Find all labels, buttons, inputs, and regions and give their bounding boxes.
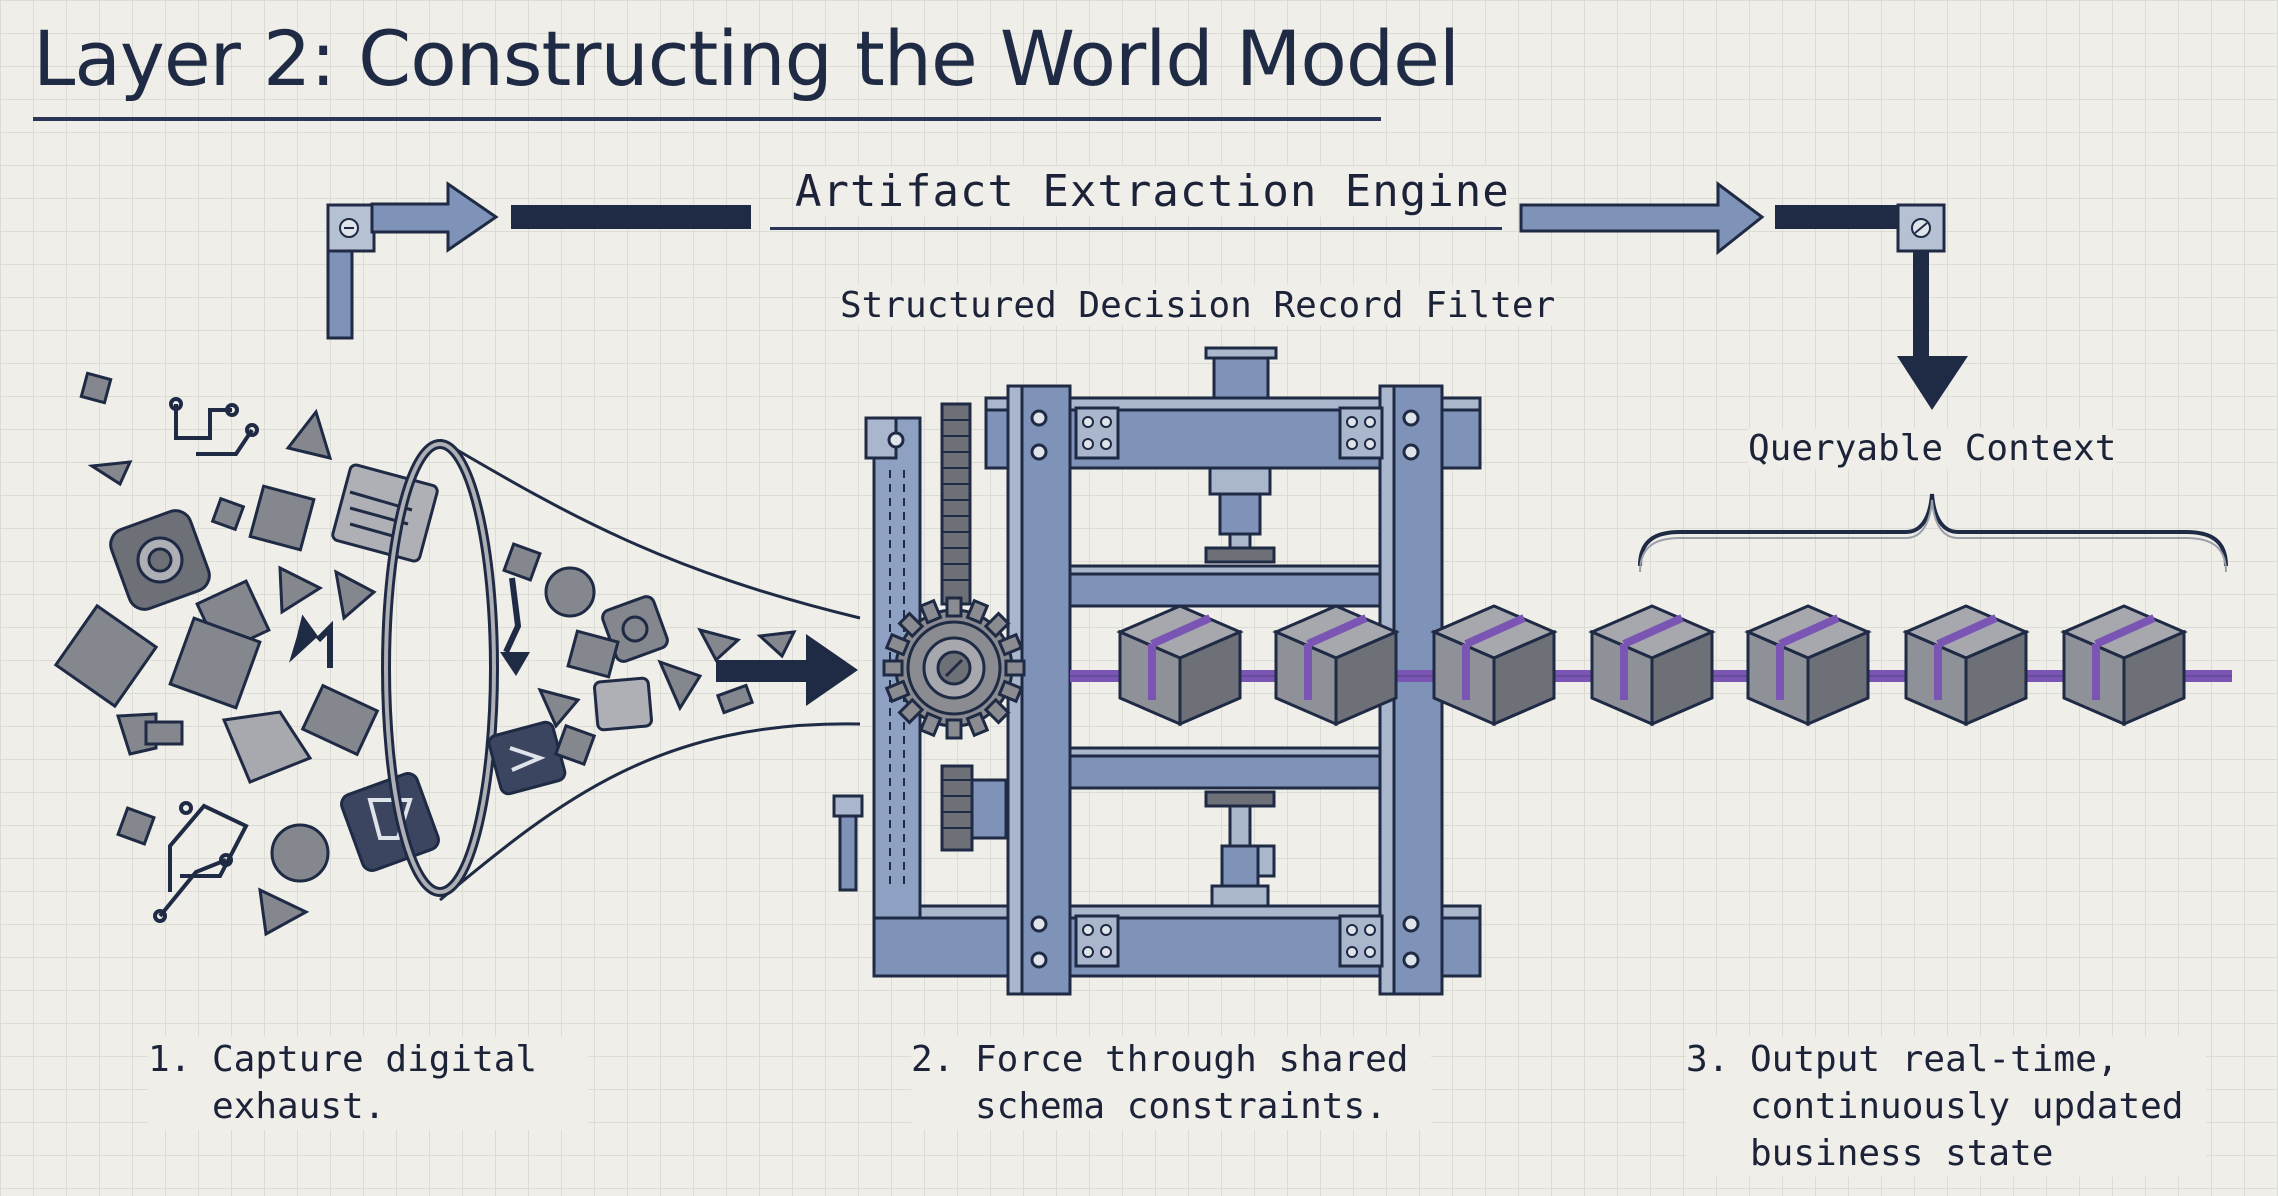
step-1-number: 1.: [148, 1039, 192, 1080]
flow-arrow: [716, 634, 858, 706]
cube-icon: [1430, 604, 1558, 727]
step-3-text: Output real-time, continuously updated b…: [1750, 1039, 2184, 1174]
cube-row: [1116, 604, 2188, 727]
step-3-number: 3.: [1686, 1039, 1730, 1080]
engine-label: Artifact Extraction Engine: [795, 166, 1510, 217]
page-title: Layer 2: Constructing the World Model: [33, 14, 1460, 103]
funnel-icon: [381, 438, 861, 902]
step-1: 1. Capture digital exhaust.: [148, 1036, 588, 1130]
cube-icon: [2060, 604, 2188, 727]
gear-icon: [882, 596, 1026, 740]
step-2-number: 2.: [911, 1039, 955, 1080]
step-3: 3. Output real-time, continuously update…: [1686, 1036, 2206, 1177]
cube-icon: [1588, 604, 1716, 727]
cube-icon: [1116, 604, 1244, 727]
title-underline: [33, 117, 1381, 121]
cube-icon: [1902, 604, 2030, 727]
context-label: Queryable Context: [1748, 428, 2117, 469]
step-2: 2. Force through shared schema constrain…: [911, 1036, 1431, 1130]
cube-icon: [1744, 604, 1872, 727]
filter-label: Structured Decision Record Filter: [840, 285, 1556, 326]
pipe-arrow-icon: [326, 181, 1946, 340]
document-icon: [331, 463, 439, 563]
down-arrow-icon: [1897, 251, 1968, 410]
circuit-icon: [153, 397, 259, 923]
engine-label-underline: [770, 227, 1502, 230]
brace-icon: [1638, 493, 2228, 567]
cube-icon: [1272, 604, 1400, 727]
scattered-shapes: [53, 371, 440, 937]
step-2-text: Force through shared schema constraints.: [975, 1039, 1409, 1127]
step-1-text: Capture digital exhaust.: [212, 1039, 538, 1127]
press-machine-icon: [832, 346, 1482, 996]
